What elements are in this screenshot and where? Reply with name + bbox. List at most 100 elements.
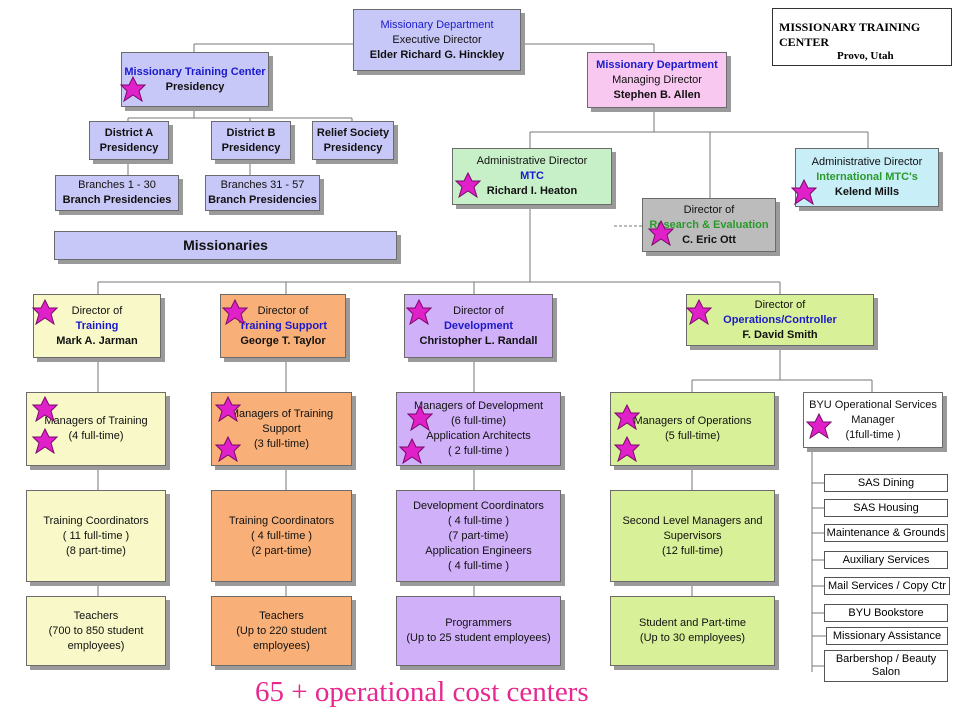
- service-auxiliary: Auxiliary Services: [824, 551, 948, 569]
- service-sas-dining: SAS Dining: [824, 474, 948, 492]
- managers-operations-box: Managers of Operations (5 full-time): [610, 392, 775, 466]
- box-line: Branch Presidencies: [62, 194, 172, 206]
- chart-title-line2: Provo, Utah: [837, 50, 894, 62]
- box-line: (4 full-time): [68, 430, 124, 442]
- box-line: ( 4 full-time ): [250, 529, 313, 542]
- box-line: Branch Presidencies: [208, 194, 317, 206]
- box-line: Administrative Director: [476, 155, 588, 167]
- star-icon: [32, 299, 58, 325]
- box-line: Mark A. Jarman: [56, 334, 138, 347]
- branches-a-box: Branches 1 - 30 Branch Presidencies: [55, 175, 179, 211]
- box-line: (8 part-time): [66, 544, 126, 557]
- box-line: Director of: [257, 304, 309, 317]
- box-line: Stephen B. Allen: [613, 88, 701, 101]
- service-mail-copy: Mail Services / Copy Ctr: [824, 577, 950, 595]
- teachers-training-box: Teachers (700 to 850 student employees): [26, 596, 166, 666]
- box-line: Second Level Managers and: [622, 514, 763, 527]
- box-line: employees): [253, 639, 310, 652]
- box-line: (1full-time ): [845, 428, 901, 441]
- box-line: Application Engineers: [425, 544, 532, 557]
- star-icon: [32, 428, 58, 454]
- box-line: (Up to 30 employees): [639, 632, 746, 644]
- star-icon: [614, 404, 640, 430]
- box-line: Application Architects: [426, 430, 531, 442]
- star-icon: [806, 413, 832, 439]
- student-parttime-box: Student and Part-time (Up to 30 employee…: [610, 596, 775, 666]
- service-label: Auxiliary Services: [842, 553, 930, 566]
- second-level-managers-box: Second Level Managers and Supervisors (1…: [610, 490, 775, 582]
- service-maintenance: Maintenance & Grounds: [824, 524, 948, 542]
- box-line: (3 full-time): [253, 437, 309, 450]
- service-label: Salon: [871, 666, 901, 678]
- service-label: Maintenance & Grounds: [826, 526, 946, 539]
- box-line: C. Eric Ott: [682, 233, 736, 246]
- programmers-box: Programmers (Up to 25 student employees): [396, 596, 561, 666]
- managers-development-box: Managers of Development (6 full-time) Ap…: [396, 392, 561, 466]
- box-line: Director of: [71, 304, 123, 317]
- box-line: ( 4 full-time ): [447, 514, 510, 527]
- box-line: (7 part-time): [448, 529, 509, 542]
- service-label: Mail Services / Copy Ctr: [828, 579, 946, 592]
- box-line: (Up to 25 student employees): [406, 632, 551, 644]
- box-line: F. David Smith: [742, 328, 818, 341]
- box-line: Teachers: [73, 609, 119, 622]
- training-coordinators-box: Training Coordinators ( 11 full-time ) (…: [26, 490, 166, 582]
- box-line: Missionary Training Center: [124, 65, 266, 78]
- box-line: Presidency: [221, 141, 281, 154]
- teachers-support-box: Teachers (Up to 220 student employees): [211, 596, 352, 666]
- star-icon: [32, 396, 58, 422]
- box-line: Branches 31 - 57: [220, 179, 305, 191]
- box-line: Relief Society: [316, 126, 390, 139]
- box-line: Presidency: [165, 80, 225, 93]
- box-line: MTC: [520, 170, 544, 182]
- box-line: Training Coordinators: [228, 514, 335, 527]
- managing-director-box: Missionary Department Managing Director …: [587, 52, 727, 108]
- box-line: Development Coordinators: [413, 499, 544, 512]
- service-label: Missionary Assistance: [832, 629, 942, 642]
- box-line: Training Support: [239, 319, 327, 332]
- star-icon: [215, 436, 241, 462]
- service-sas-housing: SAS Housing: [824, 499, 948, 517]
- missionaries-box: Missionaries: [54, 231, 397, 260]
- box-line: Richard I. Heaton: [486, 185, 578, 197]
- box-line: (2 part-time): [251, 544, 312, 557]
- admin-director-mtc-box: Administrative Director MTC Richard I. H…: [452, 148, 612, 205]
- byu-services-manager-box: BYU Operational Services Manager (1full-…: [803, 392, 943, 448]
- admin-director-intl-box: Administrative Director International MT…: [795, 148, 939, 207]
- box-line: Teachers: [259, 609, 304, 622]
- box-line: George T. Taylor: [240, 334, 326, 347]
- box-line: Supervisors: [663, 529, 722, 542]
- box-line: District A: [104, 126, 154, 139]
- box-line: Missionary Department: [596, 58, 718, 71]
- box-line: Support: [262, 422, 301, 435]
- box-line: Managers of Training: [229, 407, 334, 420]
- box-line: Student and Part-time: [638, 617, 746, 629]
- box-line: Director of: [754, 298, 806, 311]
- service-label: BYU Bookstore: [848, 606, 924, 619]
- box-line: Missionary Department: [380, 18, 494, 31]
- director-training-box: Director of Training Mark A. Jarman: [33, 294, 161, 358]
- district-b-box: District B Presidency: [211, 121, 291, 160]
- chart-title-line1: MISSIONARY TRAINING CENTER: [779, 20, 921, 49]
- star-icon: [614, 436, 640, 462]
- star-icon: [686, 299, 712, 325]
- box-line: Managers of Operations: [633, 415, 752, 427]
- box-line: ( 2 full-time ): [447, 445, 510, 457]
- box-line: (6 full-time): [450, 415, 506, 427]
- service-label: Barbershop / Beauty: [835, 653, 937, 665]
- box-line: Presidency: [323, 141, 383, 154]
- box-line: Research & Evaluation: [649, 218, 769, 231]
- executive-director-box: Missionary Department Executive Director…: [353, 9, 521, 71]
- box-line: (700 to 850 student: [48, 624, 144, 637]
- mtc-presidency-box: Missionary Training Center Presidency: [121, 52, 269, 107]
- development-coordinators-box: Development Coordinators ( 4 full-time )…: [396, 490, 561, 582]
- star-icon: [222, 299, 248, 325]
- branches-b-box: Branches 31 - 57 Branch Presidencies: [205, 175, 320, 211]
- box-line: (12 full-time): [661, 544, 724, 557]
- star-icon: [455, 172, 481, 198]
- star-icon: [399, 438, 425, 464]
- service-missionary-assistance: Missionary Assistance: [826, 627, 948, 645]
- box-line: Director of: [453, 304, 504, 317]
- chart-title: MISSIONARY TRAINING CENTER Provo, Utah: [772, 8, 952, 66]
- research-director-box: Director of Research & Evaluation C. Eri…: [642, 198, 776, 252]
